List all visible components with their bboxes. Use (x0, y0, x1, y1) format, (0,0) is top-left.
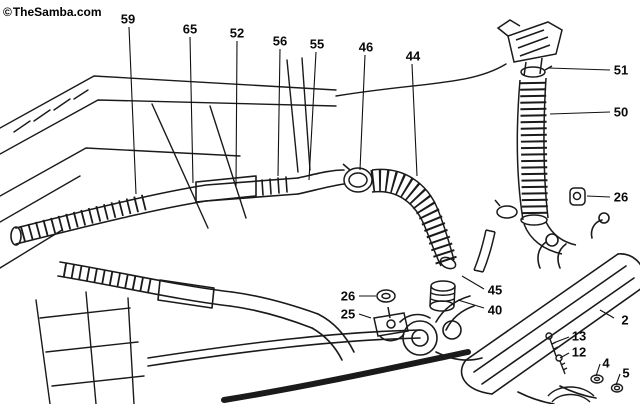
callout-label-46: 46 (358, 39, 374, 55)
callout-label-52: 52 (229, 25, 245, 41)
exhaust-pipes-drawing (147, 329, 471, 403)
heater-hoses-drawing (10, 169, 355, 361)
callout-label-55: 55 (309, 36, 325, 52)
corrugated-elbow-hose-drawing (370, 168, 458, 270)
leader-lines (128, 26, 621, 386)
watermark: © TheSamba.com (3, 5, 102, 19)
callout-label-12: 12 (571, 344, 587, 360)
small-pipe-and-sleeve-drawing (429, 229, 496, 312)
callout-label-59: 59 (120, 11, 136, 27)
hose-clamp-46-drawing (342, 163, 373, 193)
callout-label-26: 26 (613, 189, 629, 205)
callout-label-2: 2 (621, 312, 629, 328)
callout-label-65: 65 (182, 21, 198, 37)
callout-label-13: 13 (571, 328, 587, 344)
callout-label-25: 25 (340, 306, 356, 322)
callout-label-45: 45 (487, 282, 503, 298)
callout-label-4: 4 (602, 355, 610, 371)
fasteners-drawing (545, 332, 624, 403)
callout-label-56: 56 (272, 33, 288, 49)
muffler-drawing (399, 212, 640, 404)
watermark-text: TheSamba.com (12, 5, 102, 19)
copyright-icon: © (3, 5, 12, 19)
callout-label-26: 26 (340, 288, 356, 304)
callout-label-5: 5 (622, 365, 630, 381)
callout-label-44: 44 (405, 48, 421, 64)
callout-label-40: 40 (487, 302, 503, 318)
callout-label-51: 51 (613, 62, 629, 78)
callout-label-50: 50 (613, 104, 629, 120)
fresh-air-hose-drawing (494, 19, 586, 255)
chassis-frame-drawing (0, 57, 507, 404)
